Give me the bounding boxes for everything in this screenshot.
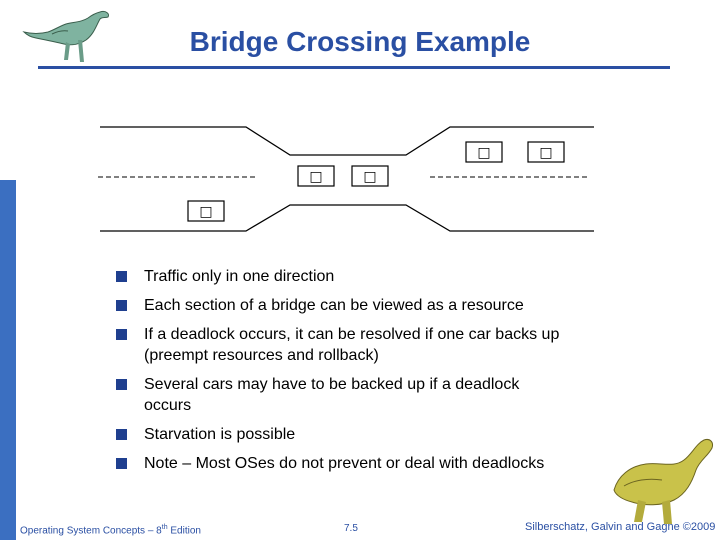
- list-item: Each section of a bridge can be viewed a…: [116, 295, 676, 316]
- square-bullet-icon: [116, 429, 127, 440]
- bullet-text: If a deadlock occurs, it can be resolved…: [144, 326, 560, 343]
- car: □: [465, 141, 503, 163]
- square-bullet-icon: [116, 271, 127, 282]
- square-bullet-icon: [116, 458, 127, 469]
- list-item: Note – Most OSes do not prevent or deal …: [116, 453, 676, 474]
- svg-text:□: □: [539, 145, 552, 161]
- square-bullet-icon: [116, 379, 127, 390]
- list-item: Several cars may have to be backed up if…: [116, 374, 676, 416]
- title-underline: [38, 66, 670, 69]
- square-bullet-icon: [116, 329, 127, 340]
- svg-text:□: □: [309, 169, 322, 185]
- svg-text:□: □: [477, 145, 490, 161]
- bullet-text: (preempt resources and rollback): [144, 347, 379, 364]
- bullet-text: Starvation is possible: [144, 426, 296, 443]
- car: □: [187, 200, 225, 222]
- bridge-bottom-edge: [100, 204, 594, 232]
- footer-copyright: Silberschatz, Galvin and Gagne ©2009: [525, 521, 716, 533]
- footer-book-title: Operating System Concepts – 8th Edition: [20, 524, 201, 537]
- bullet-text: Each section of a bridge can be viewed a…: [144, 297, 524, 314]
- bullet-text: occurs: [144, 397, 192, 414]
- bullet-list: Traffic only in one direction Each secti…: [116, 266, 676, 482]
- bullet-text: Note – Most OSes do not prevent or deal …: [144, 455, 545, 472]
- square-bullet-icon: [116, 300, 127, 311]
- footer-page-number: 7.5: [344, 523, 358, 534]
- list-item: Traffic only in one direction: [116, 266, 676, 287]
- car: □: [351, 165, 389, 187]
- svg-text:□: □: [199, 204, 212, 220]
- page-title: Bridge Crossing Example: [189, 26, 531, 57]
- dinosaur-logo-icon: [22, 11, 109, 62]
- car: □: [527, 141, 565, 163]
- dinosaur-corner-icon: [613, 439, 713, 524]
- left-accent-bar: [0, 0, 16, 540]
- list-item: If a deadlock occurs, it can be resolved…: [116, 324, 676, 366]
- bullet-text: Several cars may have to be backed up if…: [144, 376, 520, 393]
- bridge-top-edge: [100, 126, 594, 156]
- car: □: [297, 165, 335, 187]
- list-item: Starvation is possible: [116, 424, 676, 445]
- bridge-diagram: □ □ □ □ □: [98, 126, 594, 232]
- bullet-text: Traffic only in one direction: [144, 268, 335, 285]
- svg-text:□: □: [363, 169, 376, 185]
